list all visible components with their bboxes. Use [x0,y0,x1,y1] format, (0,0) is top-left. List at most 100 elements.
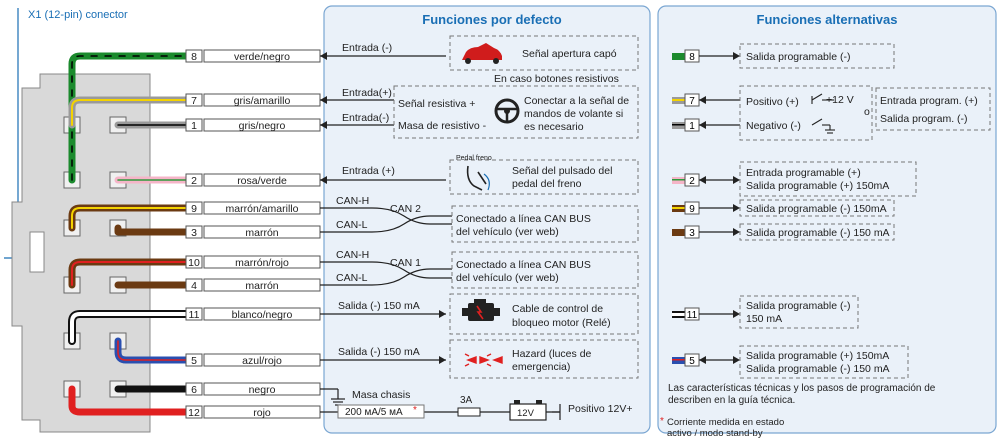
svg-text:mandos de volante si: mandos de volante si [524,108,623,120]
svg-text:CAN-L: CAN-L [336,272,368,284]
pin-row-12: 12 rojo [185,405,321,419]
svg-text:o: o [864,106,870,118]
function-boxes [393,35,639,379]
svg-text:2: 2 [191,175,197,187]
svg-text:3: 3 [191,227,197,239]
positive-label: Positivo 12V+ [568,403,633,415]
pin-row-5: 5 azul/rojo [185,353,321,367]
steering-wheel-icon [494,98,520,124]
alt-functions-title: Funciones alternativas [757,12,898,27]
signal-labels: Entrada (-) Entrada(+) Entrada(-) Entrad… [336,42,421,401]
svg-text:Salida (-) 150 mA: Salida (-) 150 mA [338,300,420,312]
svg-text:150 mA: 150 mA [746,313,782,325]
svg-text:marrón/amarillo: marrón/amarillo [226,203,299,215]
svg-text:Señal del pulsado del: Señal del pulsado del [512,165,612,177]
svg-text:Salida (-) 150 mA: Salida (-) 150 mA [338,346,420,358]
svg-text:CAN-H: CAN-H [336,195,369,207]
alternative-functions-panel [657,5,997,434]
current-label: 200 мА/5 мА [345,407,403,418]
svg-text:CAN-L: CAN-L [336,219,368,231]
hazard-lights-icon [464,353,503,367]
svg-text:12: 12 [188,407,200,419]
svg-text:Entrada(+): Entrada(+) [342,87,392,99]
current-label-box [337,404,425,419]
current-asterisk: * [413,405,417,416]
svg-text:5: 5 [191,355,197,367]
svg-text:3: 3 [689,228,695,239]
wires [68,52,194,416]
svg-text:Señal apertura capó: Señal apertura capó [522,48,617,60]
default-functions-panel [323,5,651,434]
pin-row-7: 7 gris/amarillo [185,93,321,107]
svg-text:emergencia): emergencia) [512,361,570,373]
svg-text:Negativo (-): Negativo (-) [746,120,801,132]
alt-stubs: 8 7 1 2 9 3 11 5 [672,49,700,367]
connector-title: X1 (12-pin) conector [28,9,128,21]
pin-row-9: 9 marrón/amarillo [185,201,321,215]
svg-text:Entrada (+): Entrada (+) [342,165,395,177]
svg-text:pedal del freno: pedal del freno [512,178,582,190]
alt-stub-2: 2 [672,173,700,187]
ground-icon [552,404,561,420]
car-hood-icon [462,43,502,64]
svg-text:del vehículo (ver web): del vehículo (ver web) [456,272,559,284]
pin-row-2: 2 rosa/verde [185,173,321,187]
svg-text:Conectado a línea CAN BUS: Conectado a línea CAN BUS [456,259,591,271]
svg-text:es necesario: es necesario [524,121,584,133]
footnote-asterisk: * [660,416,664,427]
svg-text:negro: negro [249,384,276,396]
svg-text:Entrada program. (+): Entrada program. (+) [880,95,978,107]
alt-stub-7: 7 [672,93,700,107]
svg-text:CAN-H: CAN-H [336,249,369,261]
svg-text:azul/rojo: azul/rojo [242,355,282,367]
svg-text:9: 9 [191,203,197,215]
svg-text:Las características técnicas y: Las características técnicas y los pasos… [668,383,936,394]
svg-text:10: 10 [188,257,200,269]
alt-stub-11: 11 [672,307,700,321]
arrowheads [320,52,446,364]
svg-text:Salida programable (-) 150 mA: Salida programable (-) 150 mA [746,363,890,375]
svg-text:Señal resistiva +: Señal resistiva + [398,98,475,110]
svg-text:verde/negro: verde/negro [234,51,290,63]
svg-text:describen en la guía técnica.: describen en la guía técnica. [668,395,795,406]
svg-text:Positivo (+): Positivo (+) [746,96,799,108]
svg-text:Masa de resistivo -: Masa de resistivo - [398,120,487,132]
pin-row-4: 4 marrón [185,278,321,292]
svg-text:Hazard (luces de: Hazard (luces de [512,348,592,360]
svg-text:Masa chasis: Masa chasis [352,389,410,401]
svg-text:rojo: rojo [253,407,271,419]
alt-texts: Salida programable (-) Positivo (+) +12 … [668,51,978,406]
svg-text:7: 7 [191,95,197,107]
svg-text:8: 8 [689,52,695,63]
pin-row-1: 1 gris/negro [185,118,321,132]
svg-text:8: 8 [191,51,197,63]
svg-text:Entrada (-): Entrada (-) [342,42,392,54]
pin-row-11: 11 blanco/negro [185,307,321,321]
svg-text:+12 V: +12 V [826,94,854,106]
alt-boxes [739,43,991,379]
svg-text:Salida programable (+) 150mA: Salida programable (+) 150mA [746,180,889,192]
svg-text:Pedal freno: Pedal freno [456,155,492,162]
svg-text:gris/negro: gris/negro [239,120,286,132]
alt-stub-5: 5 [672,353,700,367]
svg-text:Salida programable (-) 150mA: Salida programable (-) 150mA [746,203,887,215]
connector-notch [29,231,45,273]
svg-text:11: 11 [687,310,698,321]
svg-text:9: 9 [689,204,695,215]
default-functions-title: Funciones por defecto [422,12,561,27]
svg-text:Salida programable (-) 150 mA: Salida programable (-) 150 mA [746,227,890,239]
alt-stub-8: 8 [672,49,700,63]
svg-text:rosa/verde: rosa/verde [237,175,287,187]
brake-pedal-icon: Pedal freno [456,155,492,191]
fuse-label: 3A [460,395,473,406]
svg-text:4: 4 [191,280,197,292]
alt-arrowheads [699,52,740,364]
svg-text:marrón: marrón [245,227,278,239]
svg-text:Salida programable (+) 150mA: Salida programable (+) 150mA [746,350,889,362]
pin-row-6: 6 negro [185,382,321,396]
fuse-icon [457,407,481,417]
svg-text:1: 1 [689,121,695,132]
svg-text:CAN 1: CAN 1 [390,257,421,269]
svg-text:Cable de control de: Cable de control de [512,303,603,315]
